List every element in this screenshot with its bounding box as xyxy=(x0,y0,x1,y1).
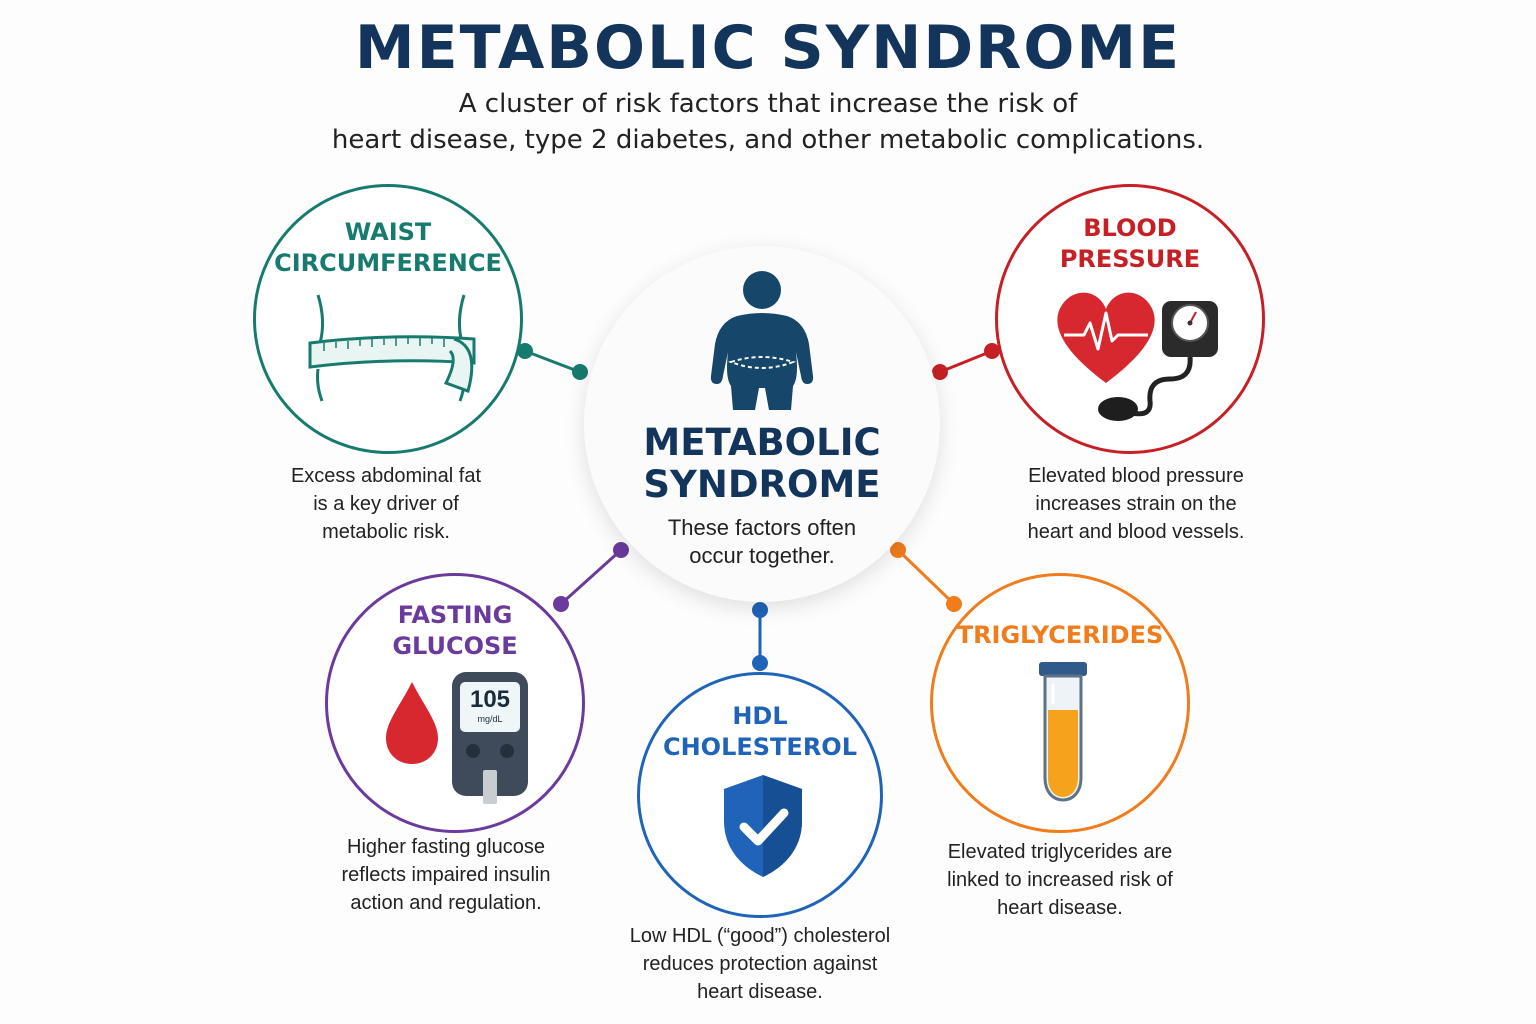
glucose-title: FASTING GLUCOSE xyxy=(328,600,582,662)
blood-pressure-title-line-2: PRESSURE xyxy=(1059,245,1201,273)
glucose-title-line-1: FASTING xyxy=(397,601,513,629)
hdl-title-line-1: HDL xyxy=(732,702,788,730)
center-text: These factors often occur together. xyxy=(584,514,940,570)
fasting-glucose-node: FASTING GLUCOSE 105 mg/dL xyxy=(325,573,585,833)
connector-waist xyxy=(517,343,588,380)
connector-hdl xyxy=(752,602,768,671)
blood-pressure-desc-line-1: Elevated blood pressure xyxy=(1028,465,1244,487)
hdl-desc-line-3: heart disease. xyxy=(697,981,823,1003)
subtitle-line-1: A cluster of risk factors that increase … xyxy=(458,89,1078,119)
blood-pressure-title: BLOOD PRESSURE xyxy=(998,213,1262,275)
glucose-desc-line-3: action and regulation. xyxy=(350,892,542,914)
connector-glucose xyxy=(553,542,629,612)
waist-title: WAIST CIRCUMFERENCE xyxy=(256,217,520,279)
hdl-title-line-2: CHOLESTEROL xyxy=(662,733,857,761)
subtitle-line-2: heart disease, type 2 diabetes, and othe… xyxy=(331,125,1205,155)
glucose-desc-line-1: Higher fasting glucose xyxy=(347,836,545,858)
glucose-meter-icon: 105 mg/dL xyxy=(452,672,528,804)
center-text-line-1: These factors often xyxy=(667,515,857,540)
meter-button-right xyxy=(500,744,514,758)
meter-button-left xyxy=(466,744,480,758)
blood-pressure-description: Elevated blood pressure increases strain… xyxy=(986,462,1286,546)
glucose-title-line-2: GLUCOSE xyxy=(392,632,518,660)
hdl-desc-line-1: Low HDL (“good”) cholesterol xyxy=(629,925,891,947)
waist-circumference-node: WAIST CIRCUMFERENCE xyxy=(253,184,523,454)
blood-pressure-node: BLOOD PRESSURE xyxy=(995,184,1265,454)
triglycerides-desc-line-2: linked to increased risk of xyxy=(947,869,1173,891)
hdl-title: HDL CHOLESTEROL xyxy=(640,701,880,763)
triglycerides-desc-line-3: heart disease. xyxy=(997,897,1123,919)
page-title: METABOLIC SYNDROME xyxy=(354,13,1182,83)
center-title-line-2: SYNDROME xyxy=(643,463,881,506)
waist-desc-line-1: Excess abdominal fat xyxy=(290,465,482,487)
test-strip xyxy=(483,770,497,804)
blood-drop-icon xyxy=(386,682,438,764)
waist-description: Excess abdominal fat is a key driver of … xyxy=(236,462,536,546)
blood-pressure-desc-line-2: increases strain on the xyxy=(1035,493,1237,515)
body-silhouette-icon xyxy=(710,271,814,410)
center-title: METABOLIC SYNDROME xyxy=(584,422,940,506)
waist-desc-line-2: is a key driver of xyxy=(313,493,459,515)
triglycerides-description: Elevated triglycerides are linked to inc… xyxy=(920,838,1200,922)
triglycerides-desc-line-1: Elevated triglycerides are xyxy=(947,841,1173,863)
blood-pressure-desc-line-3: heart and blood vessels. xyxy=(1027,521,1245,543)
test-tube-icon xyxy=(1039,662,1087,802)
blood-pressure-title-line-1: BLOOD xyxy=(1083,214,1177,242)
triglycerides-title: TRIGLYCERIDES xyxy=(933,620,1187,651)
glucose-meter-unit: mg/dL xyxy=(477,714,503,724)
glucose-description: Higher fasting glucose reflects impaired… xyxy=(296,833,596,917)
center-node: METABOLIC SYNDROME These factors often o… xyxy=(584,246,940,602)
hdl-desc-line-2: reduces protection against xyxy=(642,953,878,975)
glucose-meter-screen: 105 mg/dL xyxy=(460,682,520,732)
center-text-line-2: occur together. xyxy=(689,543,835,568)
heart-blood-pressure-gauge-icon xyxy=(1057,292,1218,421)
triglycerides-node: TRIGLYCERIDES xyxy=(930,573,1190,833)
hdl-description: Low HDL (“good”) cholesterol reduces pro… xyxy=(598,922,922,1006)
center-title-line-1: METABOLIC xyxy=(643,421,881,464)
glucose-desc-line-2: reflects impaired insulin xyxy=(341,864,551,886)
waist-title-line-1: WAIST xyxy=(344,218,432,246)
hdl-cholesterol-node: HDL CHOLESTEROL xyxy=(637,672,883,918)
measuring-tape-icon xyxy=(308,294,476,402)
waist-title-line-2: CIRCUMFERENCE xyxy=(274,249,502,277)
connector-blood-pressure xyxy=(932,343,1000,380)
waist-desc-line-3: metabolic risk. xyxy=(322,521,450,543)
triglycerides-title-line-1: TRIGLYCERIDES xyxy=(956,621,1164,649)
shield-check-icon xyxy=(724,775,802,877)
glucose-meter-value: 105 xyxy=(469,686,511,713)
page-subtitle: A cluster of risk factors that increase … xyxy=(0,86,1536,158)
connector-triglycerides xyxy=(890,542,962,612)
